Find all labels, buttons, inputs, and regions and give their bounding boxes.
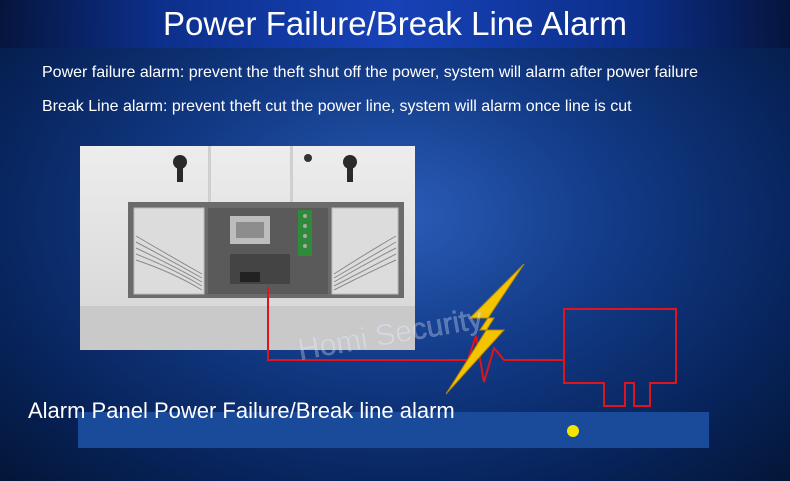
caption-text: Alarm Panel Power Failure/Break line ala… [28, 398, 455, 423]
power-failure-description: Power failure alarm: prevent the theft s… [42, 64, 698, 81]
power-line-wire [267, 287, 564, 383]
power-outlet-icon [563, 308, 677, 407]
alarm-panel-illustration [80, 146, 415, 350]
mount-hole-icon [173, 155, 187, 182]
page-title: Power Failure/Break Line Alarm [162, 5, 628, 42]
caption-band [78, 412, 709, 448]
title-bar [0, 0, 790, 48]
mount-hole-icon [343, 155, 357, 182]
watermark-text: Homi Security [295, 302, 485, 367]
alarm-panel-photo [80, 146, 415, 350]
break-line-description: Break Line alarm: prevent theft cut the … [42, 98, 632, 115]
lightning-bolt-icon [445, 263, 525, 395]
status-indicator-dot [567, 425, 579, 437]
